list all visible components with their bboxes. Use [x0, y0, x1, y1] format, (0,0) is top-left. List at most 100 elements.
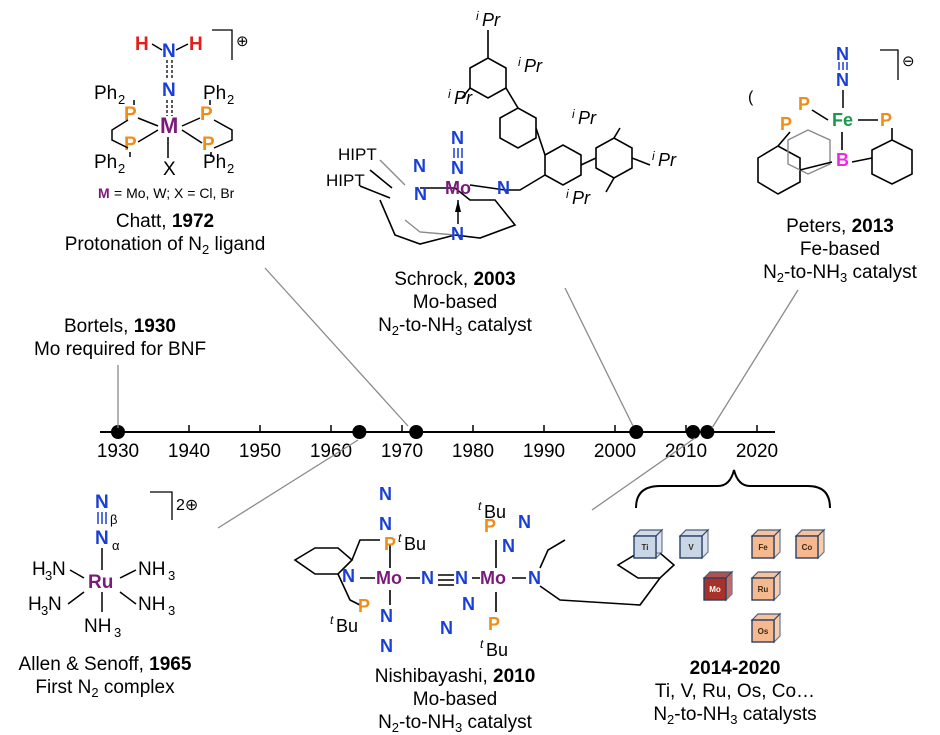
cube-label: Ti — [642, 543, 649, 552]
caption-recent-line1: 2014-2020 — [630, 657, 840, 680]
chatt-bond — [151, 43, 163, 51]
schrock-n2-mid: N — [451, 158, 464, 178]
nishi-mo-right: Mo — [480, 568, 506, 588]
axis-tick-label: 1970 — [381, 441, 423, 462]
allen-nh3-bottom: NH — [84, 616, 111, 637]
peters-bonds — [777, 109, 893, 171]
nishi-tbu: Bu — [484, 502, 506, 522]
nishi-n: N — [502, 536, 515, 556]
allen-beta: β — [110, 512, 117, 527]
schrock-ipr-i: i — [476, 9, 479, 23]
nishi-bonds — [337, 539, 661, 612]
peters-ring-back — [787, 129, 831, 175]
caption-nishibayashi-line2: Mo-based — [412, 689, 498, 710]
schrock-n-right: N — [497, 178, 510, 198]
caption-peters-line1: Peters, 2013 — [786, 216, 894, 237]
connector-lines — [117, 267, 799, 529]
caption-recent-line3: N2-to-NH3 catalysts — [653, 704, 817, 727]
axis-tick-label: 1980 — [452, 441, 494, 462]
allen-charge: 2⊕ — [176, 497, 198, 514]
peters-ipr-paren: ( — [748, 89, 754, 106]
caption-allen-line2: First N2 complex — [35, 677, 175, 700]
cube-label: Ru — [758, 585, 769, 594]
caption-chatt-year: 1972 — [171, 211, 215, 232]
allen-bonds — [67, 548, 137, 612]
caption-bortels-line2: Mo required for BNF — [33, 339, 207, 360]
peters-n: N — [836, 70, 849, 90]
chatt-ph2: Ph — [94, 152, 117, 173]
cube-front — [751, 619, 775, 643]
recent-brace — [635, 469, 831, 509]
nishi-n: N — [528, 568, 541, 588]
caption-allen-line1: Allen & Senoff, 1965 — [18, 654, 192, 675]
element-cube-fe: Fe — [750, 528, 782, 560]
caption-chatt: Chatt, 1972 Protonation of N2 ligand — [60, 210, 270, 256]
schrock-ipr: Pr — [572, 188, 591, 208]
schrock-hipt: HIPT — [338, 145, 377, 164]
nishi-tbu-t: t — [398, 531, 402, 545]
peters-ring — [757, 145, 801, 195]
schrock-n2-top: N — [451, 128, 464, 148]
timeline-marker — [409, 425, 424, 439]
allen-sub: 3 — [41, 603, 48, 618]
schrock-structure: i Pr i Pr i Pr i Pr i Pr i Pr N N Mo N N… — [326, 9, 677, 245]
caption-bortels: Bortels, 1930 Mo required for BNF — [10, 315, 230, 361]
cube-label: Os — [758, 627, 769, 636]
schrock-n-bottom: N — [451, 224, 464, 244]
cube-front — [751, 535, 775, 559]
nishi-n: N — [342, 566, 355, 586]
nishi-n: N — [380, 606, 393, 626]
allen-n-alpha: N — [95, 528, 109, 549]
chatt-sub: 2 — [227, 92, 234, 107]
cube-label: Fe — [758, 543, 768, 552]
caption-nishibayashi-line1: Nishibayashi, 2010 — [374, 666, 536, 687]
chatt-bonds — [111, 100, 233, 158]
caption-bortels-line1: Bortels, 1930 — [64, 316, 176, 337]
caption-peters-year: 2013 — [851, 216, 894, 237]
connector-chatt — [264, 267, 409, 427]
peters-n: N — [836, 44, 849, 64]
schrock-aryl-ring — [469, 57, 507, 99]
cube-front — [751, 577, 775, 601]
chatt-bracket — [212, 29, 233, 60]
allen-nh3-right: NH — [138, 559, 165, 580]
schrock-ipr: Pr — [482, 10, 501, 30]
nishi-mo-left: Mo — [376, 568, 402, 588]
element-cube-v: V — [678, 528, 710, 560]
chatt-charge: ⊕ — [236, 33, 249, 50]
schrock-ipr: Pr — [578, 108, 597, 128]
element-cube-co: Co — [794, 528, 826, 560]
chatt-h-left: H — [135, 34, 149, 55]
peters-p-left: P — [798, 94, 810, 114]
caption-nishibayashi: Nishibayashi, 2010 Mo-based N2-to-NH3 ca… — [345, 665, 565, 734]
allen-bracket — [150, 491, 173, 520]
chatt-sub: 2 — [227, 161, 234, 176]
allen-nh3-right: NH — [138, 594, 165, 615]
caption-schrock-line2: Mo-based — [412, 292, 498, 313]
peters-structure: N N Fe P P P B ( ⊖ — [748, 44, 915, 195]
allen-sub: 3 — [114, 625, 121, 640]
allen-sub: 3 — [45, 568, 52, 583]
axis-tick-label: 1950 — [239, 441, 281, 462]
peters-fe: Fe — [832, 110, 853, 130]
schrock-aryl-ring — [544, 144, 582, 186]
allen-sub: 3 — [168, 603, 175, 618]
schrock-ipr-i: i — [448, 87, 451, 101]
element-cube-ru: Ru — [750, 570, 782, 602]
schrock-ipr: Pr — [658, 150, 677, 170]
chatt-n-top: N — [162, 41, 176, 62]
axis-tick-label: 1940 — [168, 441, 210, 462]
timeline-marker — [629, 425, 644, 439]
allen-h3n: H — [28, 594, 42, 615]
caption-allen-year: 1965 — [149, 654, 192, 675]
element-cube-mo: Mo — [702, 570, 734, 602]
caption-chatt-line1: Chatt, 1972 — [115, 211, 215, 232]
nishibayashi-structure: N Mo N N Mo N P t Bu P t Bu N N N N P t … — [293, 484, 676, 660]
schrock-n-left: N — [414, 184, 427, 204]
nishi-tbu: Bu — [404, 534, 426, 554]
cube-front — [795, 535, 819, 559]
caption-schrock-line3: N2-to-NH3 catalyst — [378, 315, 532, 338]
nishi-p: P — [488, 614, 500, 634]
